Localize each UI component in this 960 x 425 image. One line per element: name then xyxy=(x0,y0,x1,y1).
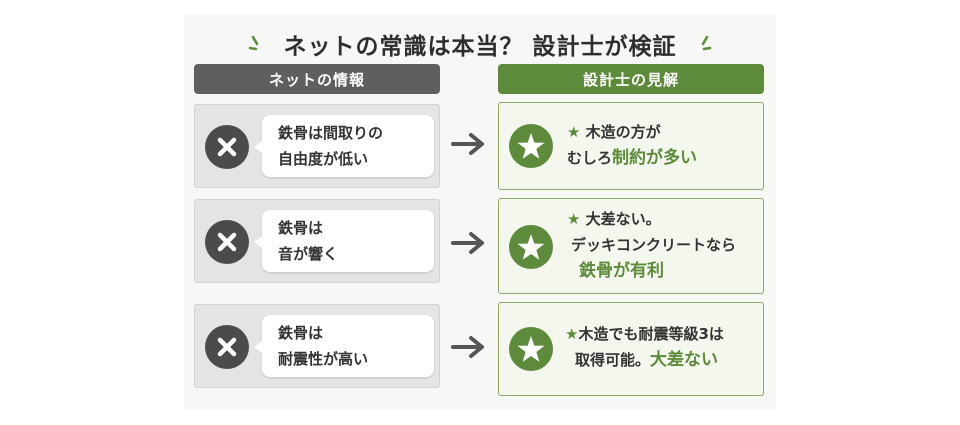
claim-line-2: 耐震性が高い xyxy=(278,350,369,368)
answer-line-2: むしろ制約が多い xyxy=(567,148,698,168)
answer-line-2: 取得可能。大差ない xyxy=(575,350,719,370)
title-row: ネットの常識は本当？ 設計士が検証 xyxy=(184,24,776,64)
arrow-right-icon xyxy=(449,130,489,162)
speech-bubble: 鉄骨は 音が響く xyxy=(254,210,434,272)
star-mark: ★ xyxy=(567,210,581,228)
designer-answer-card: ★ 大差ない。 デッキコンクリートなら 鉄骨が有利 xyxy=(498,198,764,294)
speech-bubble: 鉄骨は 耐震性が高い xyxy=(254,315,434,377)
star-mark: ★ xyxy=(567,123,581,141)
cross-icon xyxy=(205,125,249,169)
net-claim-card: 鉄骨は間取りの 自由度が低い xyxy=(194,104,440,188)
answer-line-2: デッキコンクリートなら xyxy=(571,236,737,254)
claim-line-2: 自由度が低い xyxy=(278,150,369,168)
answer-line-3: 鉄骨が有利 xyxy=(579,259,664,284)
star-icon xyxy=(509,124,553,168)
sparkle-right-icon xyxy=(691,33,713,55)
claim-line-1: 鉄骨は xyxy=(278,324,324,342)
net-claim-card: 鉄骨は 耐震性が高い xyxy=(194,304,440,388)
sparkle-left-icon xyxy=(247,33,269,55)
cross-icon xyxy=(205,220,249,264)
star-icon xyxy=(509,225,553,269)
star-icon xyxy=(509,327,553,371)
answer-line-1: ★ 大差ない。 xyxy=(567,210,661,228)
comparison-panel: ネットの常識は本当？ 設計士が検証 ネットの情報 設計士の見解 鉄骨は間取りの … xyxy=(184,14,776,410)
highlight-text: 鉄骨が有利 xyxy=(579,261,664,281)
designer-answer-card: ★ 木造の方が むしろ制約が多い xyxy=(498,102,764,190)
highlight-text: 大差ない xyxy=(650,350,719,370)
claim-line-1: 鉄骨は xyxy=(278,219,324,237)
star-mark: ★ xyxy=(565,325,579,343)
arrow-right-icon xyxy=(449,333,489,365)
designer-view-header: 設計士の見解 xyxy=(498,64,764,94)
net-info-header: ネットの情報 xyxy=(194,64,440,94)
page-title: ネットの常識は本当？ 設計士が検証 xyxy=(283,34,677,60)
claim-line-2: 音が響く xyxy=(278,245,339,263)
answer-line-1: ★木造でも耐震等級3は xyxy=(565,325,724,343)
highlight-text: 制約が多い xyxy=(612,148,698,168)
designer-answer-card: ★木造でも耐震等級3は 取得可能。大差ない xyxy=(498,302,764,396)
claim-line-1: 鉄骨は間取りの xyxy=(278,124,384,142)
arrow-right-icon xyxy=(449,229,489,261)
net-claim-card: 鉄骨は 音が響く xyxy=(194,199,440,283)
speech-bubble: 鉄骨は間取りの 自由度が低い xyxy=(254,115,434,177)
answer-line-1: ★ 木造の方が xyxy=(567,123,661,141)
cross-icon xyxy=(205,325,249,369)
